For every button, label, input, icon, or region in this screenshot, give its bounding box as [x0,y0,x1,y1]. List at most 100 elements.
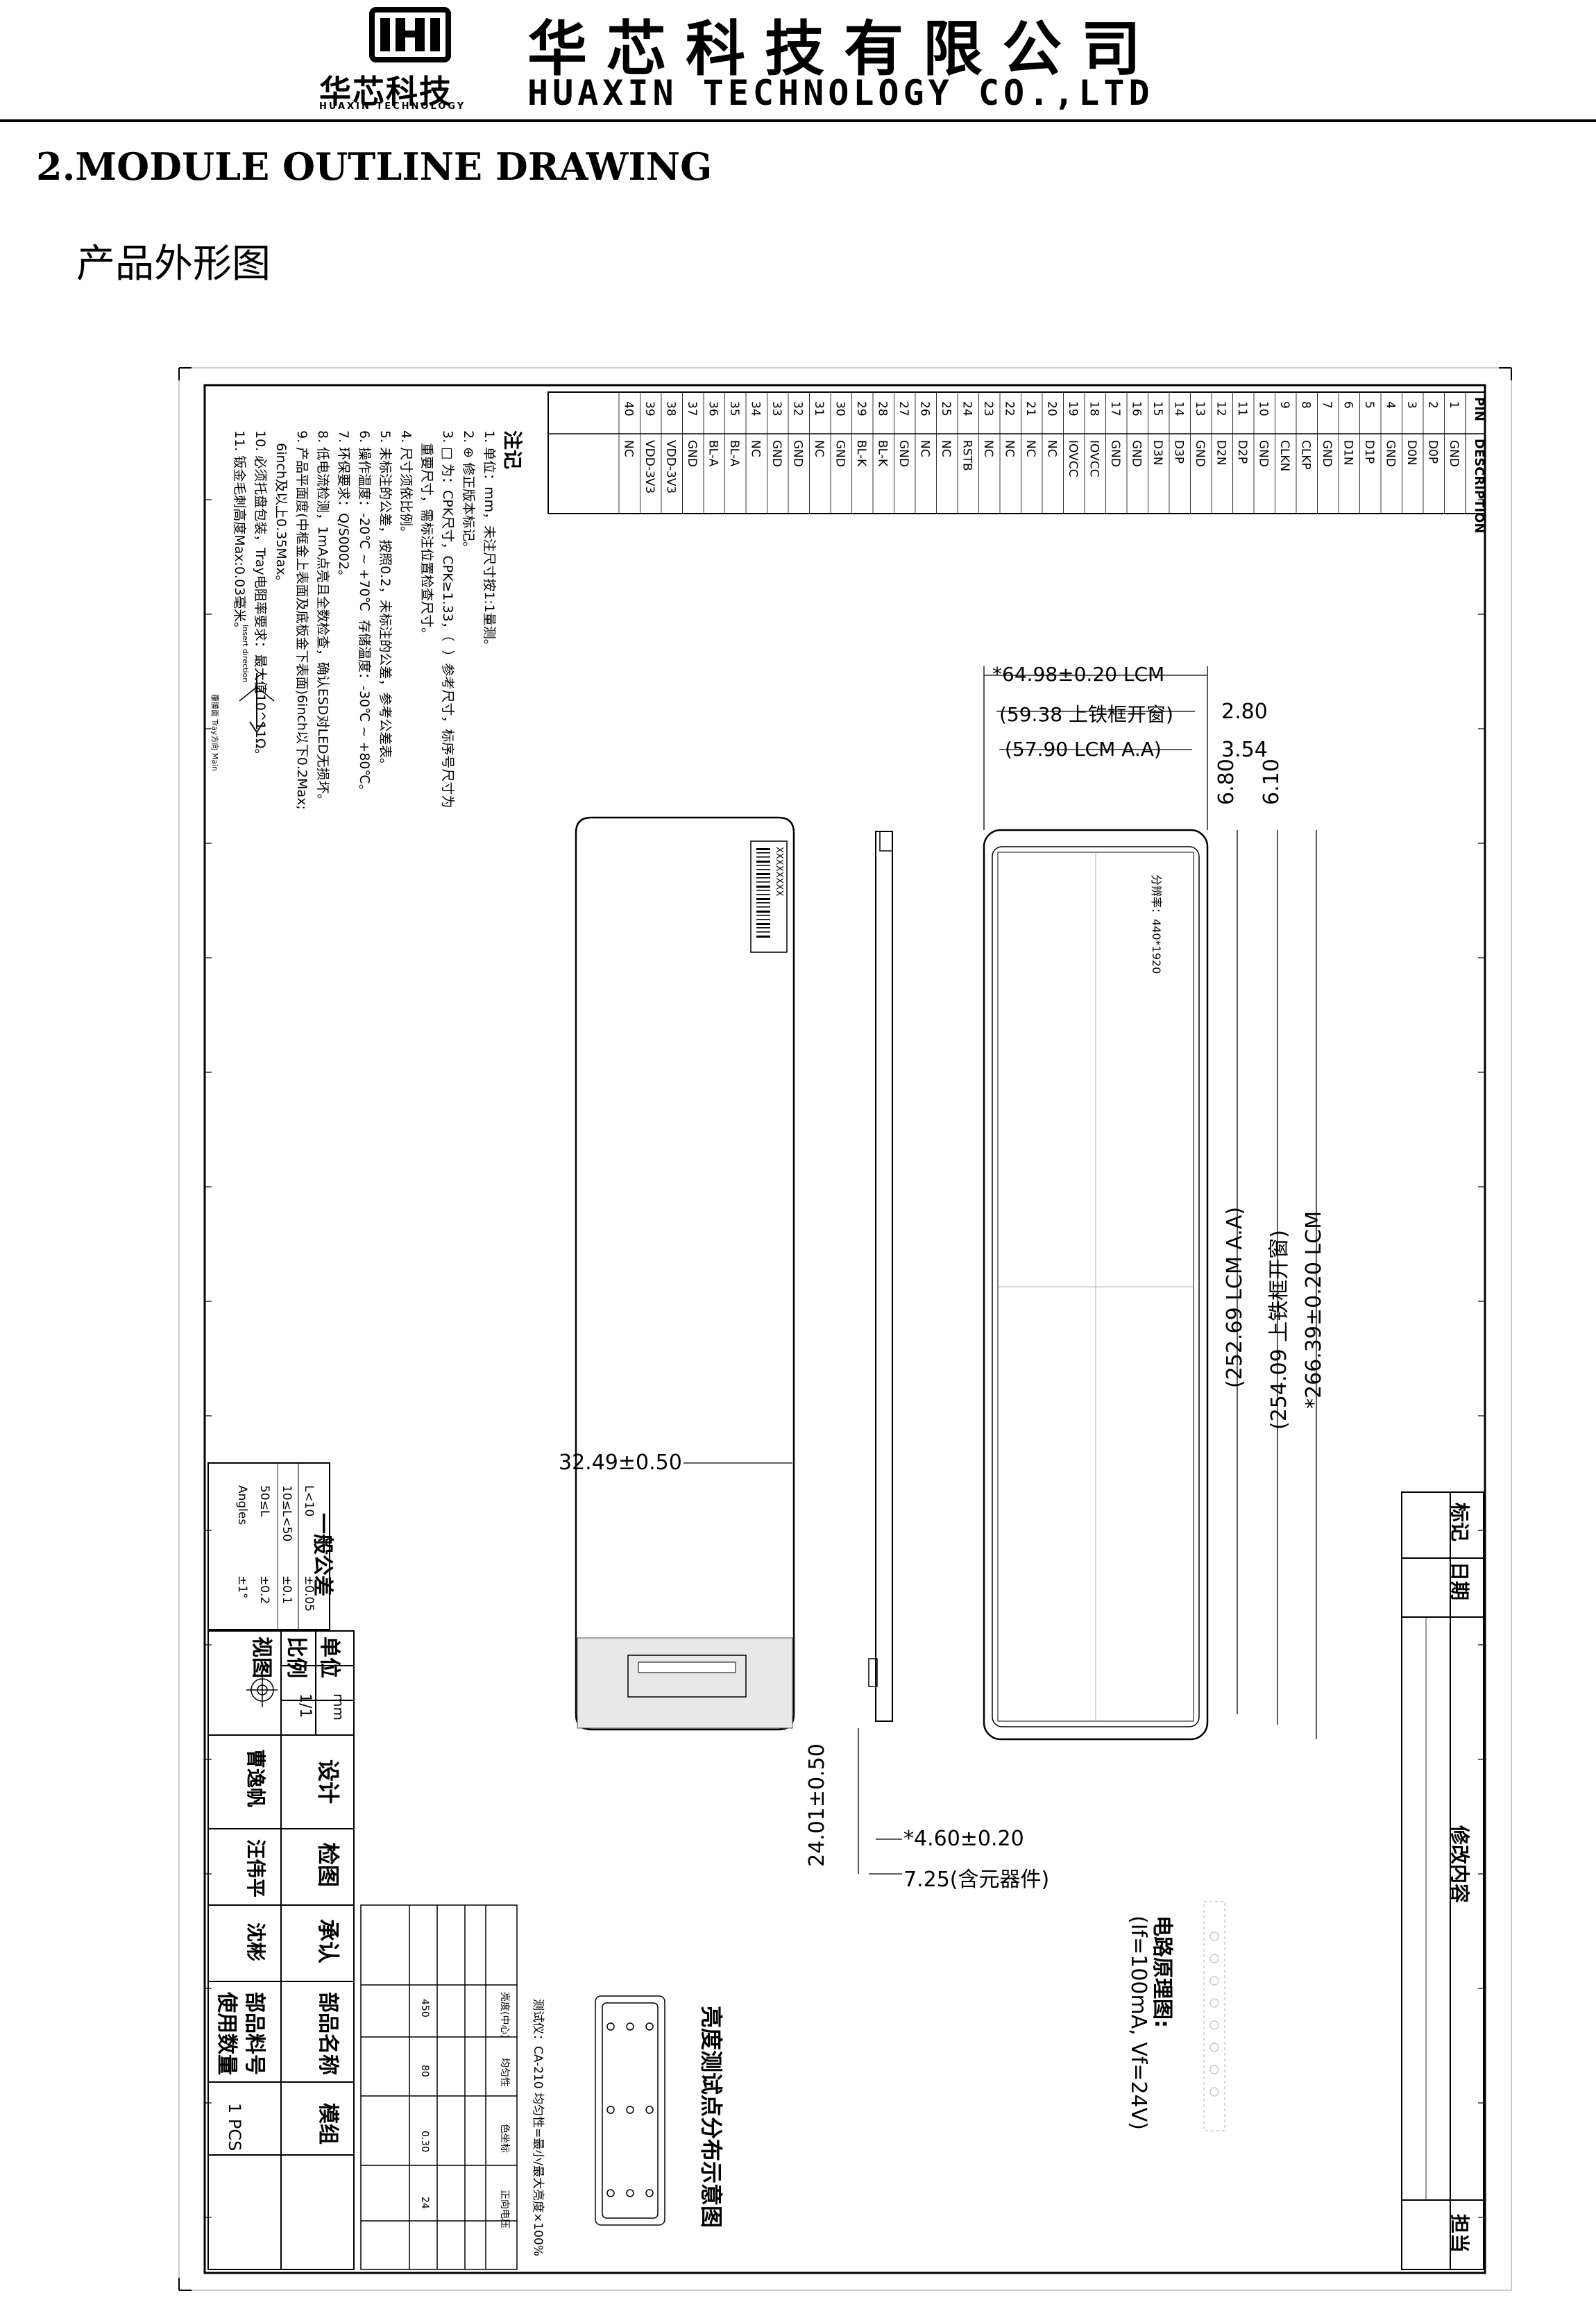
barcode-bar [756,927,770,929]
luminance-value: 0.30 [419,2131,430,2153]
pin-description: NC [748,440,762,457]
company-logo [369,7,451,62]
pin-number: 39 [643,401,656,416]
revision-block [1401,1491,1484,2270]
barcode-bar [756,877,770,879]
circuit-condition: (If=100mA, Vf=24V) [1126,1916,1151,2130]
dim-fpc-length: 24.01±0.50 [805,1743,829,1867]
barcode-bar [756,856,770,858]
view-label: 视图 [249,1637,273,1678]
usage-value: 1 PCS [225,2103,244,2151]
barcode-bar [756,869,770,870]
title-block [207,1630,355,2270]
pin-number: 40 [621,401,635,416]
barcode-bar [756,894,770,895]
revision-owner: 担当 [1448,2214,1471,2254]
pin-description: GND [1193,440,1207,467]
dim-thickness-components: 7.25(含元器件) [903,1868,1050,1892]
pin-description: D3P [1171,440,1185,464]
part-no-label: 部品料号 [242,1992,266,2075]
pin-number: 20 [1044,401,1058,416]
pin-number: 38 [663,401,677,416]
pin-number: 4 [1383,401,1397,409]
dim-aa-height: (252.69 LCM A.A) [1223,1206,1247,1388]
dim-bezel-open-width: (59.38 上铁框开窗) [999,703,1173,726]
tolerance-value: ±0.1 [280,1575,294,1605]
led-icon [1209,1954,1219,1963]
note-line: 5. 未标注的公差，按照0.2，未标注的公差，参考公差表。 [377,430,393,772]
pin-number: 3 [1404,401,1418,409]
note-line: 重要尺寸，需标注位置检查尺寸。 [419,430,434,641]
luminance-title: 亮度测试点分布示意图 [698,2006,724,2229]
scale-label: 比例 [284,1637,308,1678]
pin-number: 29 [854,401,868,416]
pin-description: GND [833,440,847,467]
luminance-item: 正向电压 [499,2190,510,2229]
tolerance-value: ±0.2 [257,1575,271,1605]
led-icon [1209,2043,1219,2052]
part-name-value: 模组 [316,2103,340,2145]
pin-number: 24 [960,401,974,416]
dim-lcm-height: *266.39±0.20 LCM [1302,1211,1326,1409]
tolerance-range: L<10 [302,1485,316,1517]
resolution-label: 分辨率：440*1920 [1150,874,1163,974]
pin-description: VDD-3V3 [643,440,656,493]
luminance-item: 均匀性 [499,2058,510,2087]
pin-description: NC [917,440,931,457]
revision-content: 修改内容 [1448,1825,1471,1904]
pin-number: 12 [1214,401,1228,416]
pin-number: 27 [897,401,910,416]
pin-description: D0N [1404,440,1418,466]
logo-subtext: HUAXIN TECHNOLOGY [319,101,466,112]
part-name-label: 部品名称 [316,1992,340,2075]
pin-description: IOVCC [1087,440,1101,477]
view-symbol-icon [246,1673,278,1707]
approve-label: 承认 [315,1919,341,1964]
barcode-bar [756,915,770,916]
scale-value: 1/1 [296,1693,314,1718]
luminance-item: 色坐标 [499,2124,510,2153]
tolerance-value: ±1° [235,1575,249,1599]
pin-number: 32 [790,401,804,416]
drawing-border [203,384,1486,2274]
pin-description: GND [1108,440,1122,467]
luminance-value: 80 [419,2065,430,2077]
luminance-table [360,1904,518,2270]
barcode-bar [756,861,770,863]
pin-description: CLKP [1298,440,1312,470]
note-line: 7. 环保要求：Q/S0002。 [336,430,351,583]
pin-description: D0P [1425,440,1439,464]
pin-description: BL-K [875,440,889,467]
luminance-diagram [595,1995,665,2226]
dim-thickness: *4.60±0.20 [903,1827,1024,1851]
company-name-cn: 华芯科技有限公司 [527,14,1160,84]
luminance-subtitle: 测试仪：CA-210 均匀性=最小/最大亮度×100% [531,1999,545,2256]
pin-header: PIN [1472,397,1486,421]
barcode-bar [756,919,770,920]
pin-description: NC [1024,440,1037,457]
dim-offset-610: 6.10 [1259,759,1284,805]
led-icon [1209,1931,1219,1941]
section-title: 2.MODULE OUTLINE DRAWING [36,144,713,189]
note-line: 2. ⊕ 修正版本标记。 [461,430,476,555]
pin-number: 25 [939,401,953,416]
pin-description: GND [1383,440,1397,467]
pin-table: PINDESCRIPTION1GND2D0P3D0N4GND5D1P6D1N7G… [547,391,1486,534]
pin-description: RSTB [960,440,974,471]
barcode-bar [756,936,770,938]
pin-number: 13 [1193,401,1207,416]
section-subtitle: 产品外形图 [76,242,271,287]
dim-fpc-width: 32.49±0.50 [559,1451,682,1475]
barcode-text: XXXXXXXX [774,847,784,897]
dim-bezel-open-height: (254.09 上铁框开窗) [1267,1230,1291,1430]
dim-aa-width: (57.90 LCM A.A) [1005,738,1162,761]
barcode-bar [756,873,770,875]
pin-description: NC [981,440,995,457]
notes-title: 注记 [501,430,524,470]
pin-number: 2 [1425,401,1439,409]
back-view [575,816,795,1731]
tolerance-block [207,1462,330,1630]
tolerance-range: 10≤L<50 [280,1485,294,1542]
pin-description: CLKN [1277,440,1291,471]
pin-number: 1 [1447,401,1461,409]
